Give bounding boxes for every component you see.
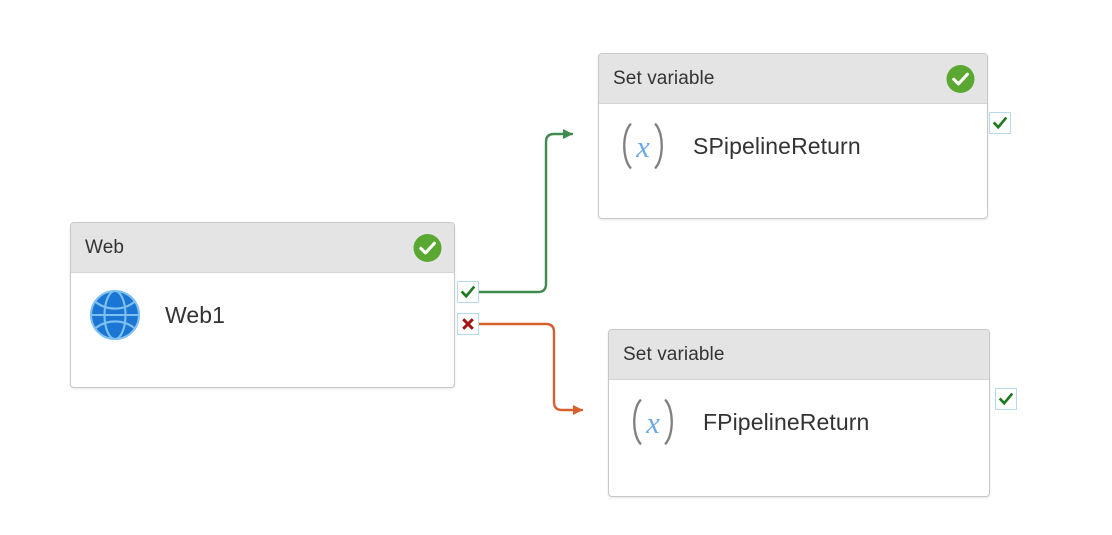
node-header: Web [71,223,454,273]
output-handle-success[interactable] [457,281,479,303]
variable-x-icon: x [615,118,671,174]
node-header: Set variable [609,330,989,380]
node-type-label: Set variable [623,343,725,365]
activity-name: Web1 [165,301,226,328]
edge-failure[interactable] [477,322,584,415]
node-body: x FPipelineReturn [609,380,989,450]
node-body: Web1 [71,273,454,343]
variable-x-icon: x [625,394,681,450]
edge-success[interactable] [477,129,574,294]
activity-name: FPipelineReturn [703,408,870,435]
activity-name: SPipelineReturn [693,132,861,159]
output-handle-success[interactable] [995,388,1017,410]
svg-text:x: x [645,406,660,440]
activity-node-set-variable-failure[interactable]: Set variable x FPipelineReturn [608,329,990,497]
node-body: x SPipelineReturn [599,104,987,174]
activity-node-set-variable-success[interactable]: Set variable x SPipelineReturn [598,53,988,219]
globe-icon [87,287,143,343]
status-badge-success [413,233,442,262]
status-badge-success [946,64,975,93]
node-header: Set variable [599,54,987,104]
svg-text:x: x [635,130,650,164]
output-handle-success[interactable] [989,112,1011,134]
node-type-label: Set variable [613,67,715,89]
output-handle-failure[interactable] [457,313,479,335]
node-type-label: Web [85,236,125,258]
activity-node-web[interactable]: Web [70,222,455,388]
